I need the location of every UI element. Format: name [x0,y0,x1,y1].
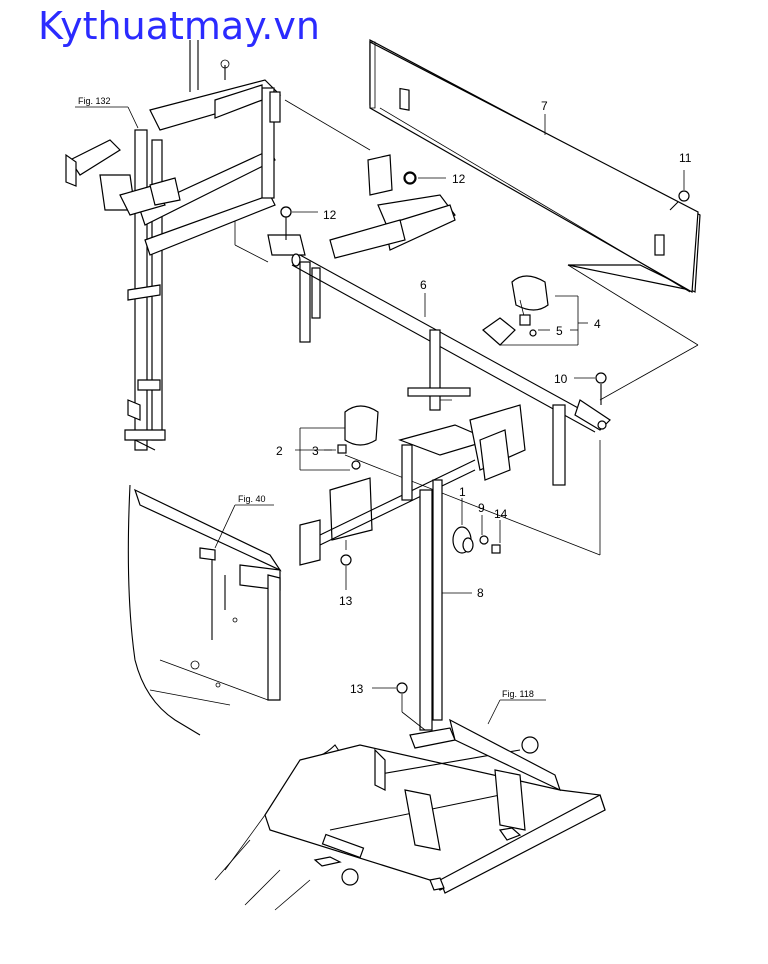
callout-11: 11 [679,151,692,165]
callout-12-top: 12 [452,172,466,186]
svg-text:Fig. 132: Fig. 132 [78,96,111,106]
fig-132-reference: Fig. 132 [75,96,139,129]
callout-8: 8 [477,586,484,600]
callout-7: 7 [541,99,548,113]
side-frame-detail [127,484,282,736]
work-lamp-2 [295,405,379,471]
callout-labels: 7 11 12 12 6 4 5 10 2 3 1 9 14 8 13 13 [276,99,692,696]
assembly-guide-lines [234,99,699,556]
support-post-8 [299,404,526,749]
callout-10: 10 [554,372,568,386]
callout-2: 2 [276,444,283,458]
work-lamp-4 [482,275,588,346]
callout-5: 5 [556,324,563,338]
cover-panel-7 [369,39,701,293]
upper-bracket-assembly [267,154,456,343]
callout-13-lower: 13 [350,682,364,696]
callout-13-upper: 13 [339,594,353,608]
callout-14: 14 [494,507,508,521]
callout-9: 9 [478,501,485,515]
watermark-logo: Kythuatmay.vn [38,4,320,48]
callout-12-left: 12 [323,208,337,222]
svg-text:Fig. 40: Fig. 40 [238,494,266,504]
bolt-10 [574,372,607,405]
callout-3: 3 [312,444,319,458]
bolt-11 [669,170,690,211]
left-frame-assembly [65,40,282,451]
callout-1: 1 [459,485,466,499]
callout-4: 4 [594,317,601,331]
callout-6: 6 [420,278,427,292]
knob-washer-bolt [452,498,501,554]
svg-text:Fig. 118: Fig. 118 [502,689,534,699]
base-frame-assembly [214,718,606,911]
bolt-13-upper [340,540,352,590]
fig-118-reference: Fig. 118 [487,689,546,725]
bolt-13-lower [372,682,426,731]
fig-40-reference: Fig. 40 [214,494,274,549]
bolt-12-top [404,172,446,184]
bolt-12-left [280,206,318,240]
cross-rod-6 [291,253,611,486]
